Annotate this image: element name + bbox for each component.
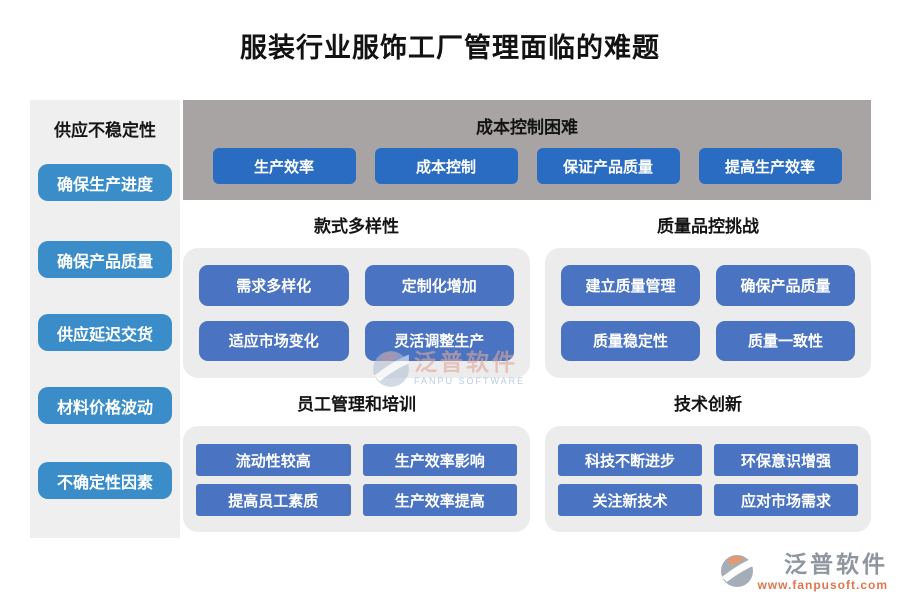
cost-control-banner: 成本控制困难 生产效率 成本控制 保证产品质量 提高生产效率 <box>183 100 871 200</box>
item-demand-diversification[interactable]: 需求多样化 <box>199 265 349 306</box>
section-panel: 需求多样化 定制化增加 适应市场变化 灵活调整生产 <box>183 248 530 378</box>
section-header: 质量品控挑战 <box>657 217 759 236</box>
item-quality-stability[interactable]: 质量稳定性 <box>561 320 700 361</box>
banner-item-guarantee-product-quality[interactable]: 保证产品质量 <box>536 148 680 184</box>
item-respond-market-demand[interactable]: 应对市场需求 <box>714 484 858 516</box>
item-eco-awareness[interactable]: 环保意识增强 <box>714 444 858 476</box>
supply-instability-sidebar: 供应不稳定性 确保生产进度 确保产品质量 供应延迟交货 材料价格波动 不确定性因… <box>30 100 180 538</box>
item-follow-new-tech[interactable]: 关注新技术 <box>558 484 702 516</box>
footer-url-link[interactable]: www.fanpusoft.com <box>757 578 888 592</box>
item-flexible-production[interactable]: 灵活调整生产 <box>364 320 514 361</box>
section-style-diversity: 款式多样性 需求多样化 定制化增加 适应市场变化 灵活调整生产 <box>183 212 530 378</box>
footer-brand-block: 泛普软件 www.fanpusoft.com <box>720 552 888 592</box>
sidebar-item-ensure-production-progress[interactable]: 确保生产进度 <box>38 164 172 201</box>
banner-header: 成本控制困难 <box>476 118 578 137</box>
sidebar-item-uncertainty[interactable]: 不确定性因素 <box>38 462 172 499</box>
sidebar-item-ensure-product-quality[interactable]: 确保产品质量 <box>38 241 172 278</box>
section-panel: 科技不断进步 环保意识增强 关注新技术 应对市场需求 <box>545 426 871 532</box>
item-adapt-market-change[interactable]: 适应市场变化 <box>199 320 349 361</box>
section-header: 员工管理和培训 <box>297 395 416 414</box>
section-employee-management: 员工管理和培训 流动性较高 生产效率影响 提高员工素质 生产效率提高 <box>183 390 530 532</box>
item-ensure-product-quality[interactable]: 确保产品质量 <box>716 265 855 306</box>
item-tech-progress[interactable]: 科技不断进步 <box>558 444 702 476</box>
section-header: 技术创新 <box>674 395 742 414</box>
banner-button-row: 生产效率 成本控制 保证产品质量 提高生产效率 <box>183 148 871 184</box>
section-header: 款式多样性 <box>314 217 399 236</box>
section-panel: 建立质量管理 确保产品质量 质量稳定性 质量一致性 <box>545 248 871 378</box>
sidebar-item-supply-delay[interactable]: 供应延迟交货 <box>38 314 172 351</box>
item-improve-employee-quality[interactable]: 提高员工素质 <box>196 484 351 516</box>
footer-text: 泛普软件 www.fanpusoft.com <box>757 552 888 592</box>
item-efficiency-impact[interactable]: 生产效率影响 <box>362 444 517 476</box>
section-tech-innovation: 技术创新 科技不断进步 环保意识增强 关注新技术 应对市场需求 <box>545 390 871 532</box>
section-panel: 流动性较高 生产效率影响 提高员工素质 生产效率提高 <box>183 426 530 532</box>
item-quality-consistency[interactable]: 质量一致性 <box>716 320 855 361</box>
banner-item-cost-control[interactable]: 成本控制 <box>374 148 518 184</box>
item-efficiency-improve[interactable]: 生产效率提高 <box>362 484 517 516</box>
sidebar-item-material-price[interactable]: 材料价格波动 <box>38 387 172 424</box>
sidebar-header: 供应不稳定性 <box>54 121 156 140</box>
item-build-quality-management[interactable]: 建立质量管理 <box>561 265 700 306</box>
item-customization-increase[interactable]: 定制化增加 <box>364 265 514 306</box>
fanpu-logo-icon <box>721 555 754 587</box>
item-high-turnover[interactable]: 流动性较高 <box>196 444 351 476</box>
footer-brand: 泛普软件 <box>784 552 888 577</box>
page-title: 服装行业服饰工厂管理面临的难题 <box>240 33 660 63</box>
section-quality-control: 质量品控挑战 建立质量管理 确保产品质量 质量稳定性 质量一致性 <box>545 212 871 378</box>
banner-item-improve-efficiency[interactable]: 提高生产效率 <box>698 148 842 184</box>
banner-item-production-efficiency[interactable]: 生产效率 <box>212 148 356 184</box>
